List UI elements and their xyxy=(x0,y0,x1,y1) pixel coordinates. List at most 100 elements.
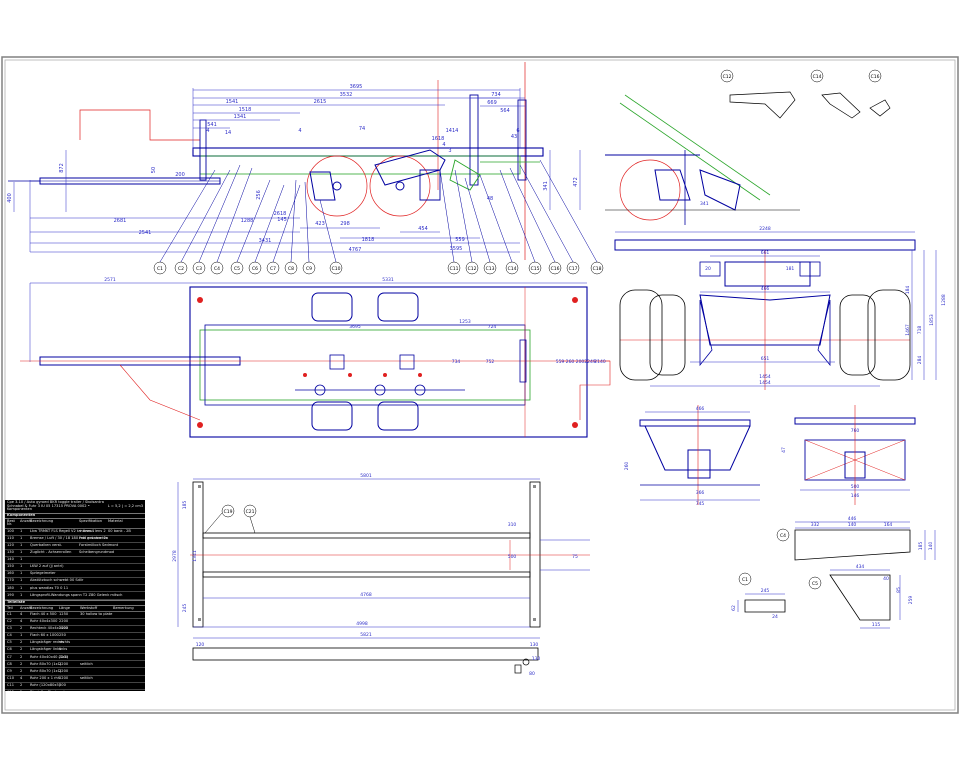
table-cell: 1 xyxy=(20,528,23,533)
dim-c4-3: 164 xyxy=(884,522,893,528)
dim-side-15: 669 xyxy=(487,100,497,106)
dim-side-30: 454 xyxy=(418,226,428,232)
table-cell: 2 xyxy=(20,626,23,631)
table-cell: 2 xyxy=(20,668,23,673)
frame-balloons: C19 C21 xyxy=(204,504,257,534)
table-cell: Rohr 40x40x40 (1x1) xyxy=(30,654,69,659)
table-cell: Fett aus dem 2x xyxy=(79,535,109,540)
dim-side-1: 3532 xyxy=(340,92,353,98)
table-cell: C8 xyxy=(7,661,12,666)
balloon-c5: C5 xyxy=(230,261,244,275)
plan-view-dimensions: 5331 2571 3695 724 752 734 1253 559 2249… xyxy=(104,277,606,365)
table-row: C122Blech 2 x Blechgebogen xyxy=(5,690,145,691)
dim-side-10: 1618 xyxy=(432,136,445,142)
dim-side-20: 872 xyxy=(59,163,65,173)
dim-frame-6: 500 xyxy=(508,554,517,560)
dim-side-14: 734 xyxy=(491,92,501,98)
s1-col-2: Bezeichnung xyxy=(30,518,54,523)
svg-text:C4: C4 xyxy=(214,266,220,272)
table-cell: 1 xyxy=(20,578,23,583)
tipping-detail-view: 341 xyxy=(605,94,800,225)
dim-side-34: 341 xyxy=(543,181,549,191)
table-cell: 2 xyxy=(20,682,23,687)
dim-plan-4: 752 xyxy=(486,359,495,365)
table-cell: 1 xyxy=(20,564,23,569)
dim-c1-0: 245 xyxy=(761,588,770,594)
table-cell: Längsträger links xyxy=(30,647,62,652)
table-cell: Lkw TRMKT FLS Regell V2 tandem-1 xyxy=(30,528,95,533)
balloon-c7: C7 xyxy=(266,261,280,275)
dim-side-36: 1541 xyxy=(226,99,239,105)
svg-text:C17: C17 xyxy=(569,266,578,272)
dim-side-19: 400 xyxy=(7,193,13,203)
dim-frame-8: 75 xyxy=(572,554,578,560)
cross-section-2 xyxy=(794,405,916,505)
dim-side-27: 423 xyxy=(315,221,325,227)
dim-rear-5: 651 xyxy=(761,356,770,362)
svg-text:C14: C14 xyxy=(508,266,517,272)
dim-plan-11: 200 xyxy=(576,359,585,365)
dim-side-31: 559 xyxy=(455,237,465,243)
dim-side-23: 3431 xyxy=(259,238,272,244)
table-cell: + brand lens 2 xyxy=(79,528,106,533)
dim-plan-0: 5331 xyxy=(382,277,394,283)
dim-rear-2: 466 xyxy=(761,286,770,292)
balloon-detail-c16: C16 xyxy=(868,69,882,83)
table-row: 170 1 Abstützbuch schwebt 00 Sdlir xyxy=(5,578,145,586)
table-cell: 140 xyxy=(7,557,14,562)
balloon-c13: C13 xyxy=(483,261,497,275)
dim-rear-13: 284 xyxy=(917,356,923,365)
drawing-frame-inner xyxy=(4,59,956,711)
dim-plan-1: 2571 xyxy=(104,277,116,283)
table-cell: 170 xyxy=(7,578,14,583)
svg-text:C9: C9 xyxy=(306,266,312,272)
dim-side-12: 6 xyxy=(516,128,519,134)
dim-c4-4: 185 xyxy=(918,542,924,551)
dim-side-16: 564 xyxy=(500,108,510,114)
table-cell: 30 hollow to plate xyxy=(80,611,113,616)
dim-side-3: 1518 xyxy=(239,107,252,113)
table-cell: 2200 xyxy=(59,626,69,631)
svg-text:C4: C4 xyxy=(780,533,786,539)
table-cell: 2200 xyxy=(59,675,69,680)
table-cell: 120 xyxy=(7,543,14,547)
table-cell: rechts xyxy=(59,640,71,645)
table-cell: Flach 40 x 500 xyxy=(30,611,57,616)
table-cell: Scheibengrundmod xyxy=(79,550,115,555)
s2-col-5: Bemerkung xyxy=(113,605,134,610)
svg-text:C13: C13 xyxy=(486,266,495,272)
svg-text:C18: C18 xyxy=(593,266,602,272)
balloon-c14: C14 xyxy=(505,261,519,275)
s1-col-0: Best Nr. xyxy=(7,518,15,527)
s2-col-1: Anzahl xyxy=(20,605,33,610)
table-cell: Abstützbuch schwebt 00 Sdlir xyxy=(30,578,84,583)
rear-view-dimensions: 2248 661 466 20 181 651 1454 1454 1853 1… xyxy=(705,226,947,386)
balloon-c11: C11 xyxy=(447,261,461,275)
dim-side-13: 43 xyxy=(511,134,517,140)
dim-rear-6: 1454 xyxy=(759,380,771,386)
s2-col-3: Länge xyxy=(59,605,70,610)
table-cell: 150 xyxy=(7,564,14,569)
table-cell: 2 xyxy=(20,647,23,652)
dim-fside-2: 120 xyxy=(196,642,205,648)
table-cell: 2200 xyxy=(59,654,69,659)
svg-text:C16: C16 xyxy=(871,74,880,80)
dim-cs1-3: 745 xyxy=(696,501,705,507)
detail-balloons-bottom: C4 C1 C5 xyxy=(738,528,822,590)
svg-text:C14: C14 xyxy=(813,74,822,80)
balloon-c9: C9 xyxy=(302,261,316,275)
dim-side-38: 48 xyxy=(487,196,493,202)
side-view-balloons: C1 C2 C3 C4 C5 C6 C7 C8 C9 C10 C11 C12 C… xyxy=(153,261,604,275)
bracket-c1-dims: 245 62 24 xyxy=(731,588,778,620)
table-cell: Bremse / Luft / 30 / 18 180 mal gebrauch… xyxy=(30,535,108,540)
dim-side-0: 3695 xyxy=(350,84,363,90)
balloon-c19: C19 xyxy=(221,504,235,518)
dim-side-7: 4 xyxy=(298,128,301,134)
dim-c4-1: 332 xyxy=(811,522,820,528)
dim-cs2-0: 760 xyxy=(851,428,860,434)
dim-side-39: 14 xyxy=(225,130,231,136)
table-cell: 2 xyxy=(20,661,23,666)
